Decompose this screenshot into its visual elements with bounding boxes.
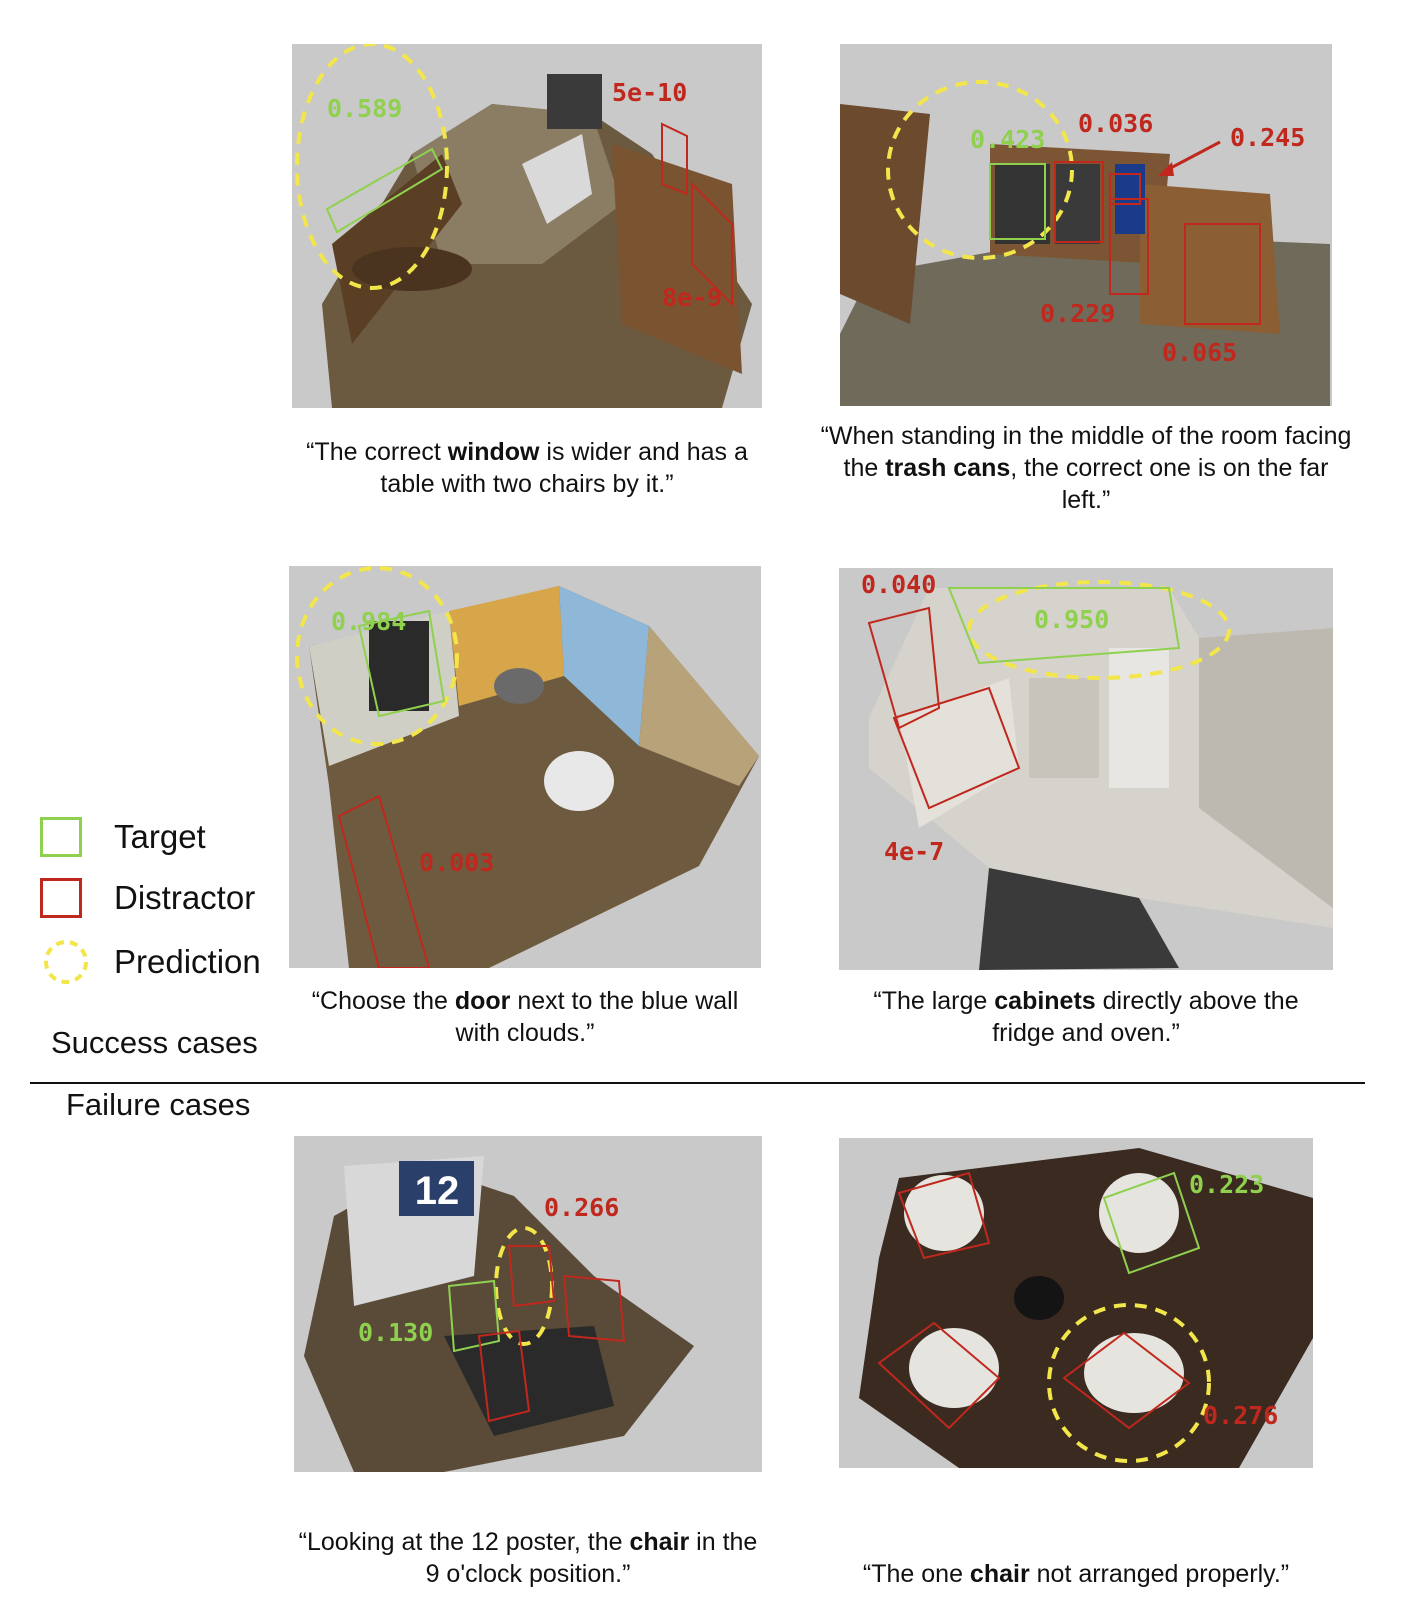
section-divider (30, 1082, 1365, 1084)
target-box (447, 1279, 501, 1353)
score-label: 0.003 (419, 848, 494, 877)
distractor-box (661, 122, 688, 196)
distractor-box (691, 181, 733, 307)
target-swatch-icon (40, 817, 82, 857)
caption-window: “The correct window is wider and has a t… (306, 438, 748, 498)
score-label: 0.589 (327, 94, 402, 123)
success-cases-label: Success cases (51, 1025, 258, 1060)
chair-seat (904, 1175, 984, 1251)
distractor-box (477, 1329, 531, 1423)
score-label: 0.130 (358, 1318, 433, 1347)
distractor-box (562, 1274, 626, 1343)
legend-prediction: Prediction (40, 938, 261, 986)
legend-target: Target (40, 813, 206, 861)
score-label: 0.950 (1034, 605, 1109, 634)
scene-image-chair-arranged: 0.223 0.276 (839, 1138, 1313, 1468)
score-label: 0.984 (331, 607, 406, 636)
prediction-circle (886, 80, 1074, 260)
target-box (989, 163, 1046, 240)
score-label: 0.036 (1078, 109, 1153, 138)
scene-door-graphic: 0.984 0.003 (295, 566, 759, 968)
legend-target-label: Target (114, 818, 206, 855)
caption-chair-poster: “Looking at the 12 poster, the chair in … (298, 1528, 758, 1588)
target-box (325, 147, 444, 234)
prediction-circle (967, 580, 1231, 680)
failure-cases-label: Failure cases (66, 1087, 251, 1122)
distractor-box (1062, 1331, 1191, 1430)
distractor-box (877, 1321, 1001, 1430)
scene-image-door: 0.984 0.003 (289, 566, 761, 968)
scene-image-window: 0.589 5e-10 8e-9 (292, 44, 762, 408)
scene-chair-arranged-graphic: 0.223 0.276 (859, 1148, 1313, 1468)
target-box (357, 609, 446, 718)
scene-window-graphic: 0.589 5e-10 8e-9 (295, 44, 752, 408)
score-label: 4e-7 (884, 837, 944, 866)
prediction-swatch-icon (44, 940, 88, 984)
distractor-box (897, 1171, 991, 1260)
score-label: 0.040 (861, 570, 936, 599)
distractor-swatch-icon (40, 878, 82, 918)
score-label: 0.223 (1189, 1170, 1264, 1199)
distractor-box (892, 686, 1021, 810)
score-label: 0.423 (970, 125, 1045, 154)
distractor-box (1184, 223, 1261, 325)
prediction-circle (295, 44, 449, 290)
scene-chair-poster-graphic: 12 0.266 0.130 (304, 1156, 694, 1472)
distractor-box (1109, 173, 1141, 205)
distractor-box (1109, 198, 1149, 295)
caption-cabinets: “The large cabinets directly above the f… (873, 987, 1299, 1047)
legend-distractor-label: Distractor (114, 879, 256, 916)
distractor-box (337, 794, 431, 968)
distractor-box (507, 1245, 556, 1308)
chair-seat (1084, 1333, 1184, 1413)
side-table (1014, 1276, 1064, 1320)
poster (399, 1161, 474, 1216)
legend-prediction-label: Prediction (114, 943, 261, 980)
caption-door: “Choose the door next to the blue wall w… (311, 987, 739, 1047)
score-label: 0.266 (544, 1193, 619, 1222)
score-label: 5e-10 (612, 78, 687, 107)
caption-chair-arranged: “The one chair not arranged properly.” (862, 1560, 1290, 1588)
score-label: 0.065 (1162, 338, 1237, 367)
arrow-line (1164, 140, 1221, 173)
score-label: 0.245 (1230, 123, 1305, 152)
arrow-head-icon (1158, 162, 1174, 176)
score-label: 0.276 (1203, 1401, 1278, 1430)
target-box (1102, 1171, 1201, 1275)
scene-trash-cans-graphic: 0.423 0.036 0.245 0.229 0.065 (840, 80, 1330, 406)
distractor-box (1054, 161, 1104, 243)
scene-cabinets-graphic: 0.040 0.950 4e-7 (861, 570, 1333, 970)
prediction-circle (1047, 1303, 1211, 1463)
legend-distractor: Distractor (40, 874, 255, 922)
scene-image-trash-cans: 0.423 0.036 0.245 0.229 0.065 (840, 44, 1332, 406)
distractor-box (867, 606, 941, 730)
poster-number: 12 (415, 1169, 460, 1213)
score-label: 8e-9 (662, 283, 722, 312)
caption-trash-cans: “When standing in the middle of the room… (820, 422, 1352, 514)
prediction-circle (295, 566, 459, 746)
score-label: 0.229 (1040, 299, 1115, 328)
scene-image-chair-poster: 12 0.266 0.130 (294, 1136, 762, 1472)
chair-seat (909, 1328, 999, 1408)
target-box (947, 587, 1181, 665)
scene-image-cabinets: 0.040 0.950 4e-7 (839, 568, 1333, 970)
